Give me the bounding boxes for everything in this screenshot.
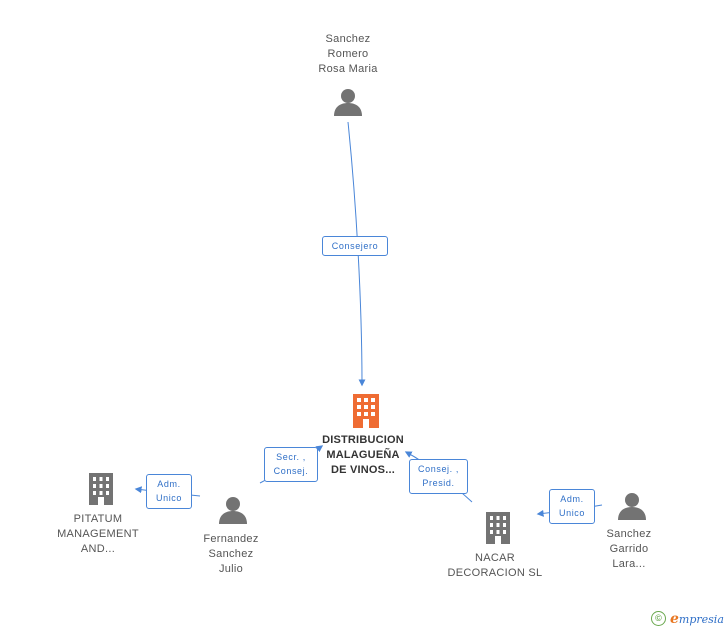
- node-label-sanchez-garrido[interactable]: Sanchez Garrido Lara...: [606, 528, 652, 570]
- node-label-fernandez[interactable]: Fernandez Sanchez Julio: [203, 533, 259, 575]
- edge-label-consej-presid[interactable]: Consej. , Presid.: [409, 459, 468, 494]
- node-label-main-company[interactable]: DISTRIBUCION MALAGUEÑA DE VINOS...: [322, 434, 404, 476]
- edge-label-secr-consej[interactable]: Secr. , Consej.: [264, 447, 318, 482]
- edge-label-adm-unico-right[interactable]: Adm. Unico: [549, 489, 595, 524]
- copyright-icon: ©: [651, 611, 666, 627]
- person-icon[interactable]: [218, 496, 248, 524]
- building-icon[interactable]: [351, 394, 381, 428]
- node-label-sanchez-romero[interactable]: Sanchez Romero Rosa Maria: [318, 33, 378, 75]
- edge-label-adm-unico-left[interactable]: Adm. Unico: [146, 474, 192, 509]
- node-label-nacar[interactable]: NACAR DECORACION SL: [447, 552, 543, 579]
- building-icon[interactable]: [87, 473, 115, 505]
- edge-label-consejero[interactable]: Consejero: [322, 236, 388, 256]
- brand-logo: empresia: [670, 610, 724, 627]
- node-label-pitatum[interactable]: PITATUM MANAGEMENT AND...: [57, 513, 139, 555]
- person-icon[interactable]: [333, 88, 363, 116]
- footer-brand[interactable]: ©empresia: [651, 610, 724, 628]
- person-icon[interactable]: [617, 492, 647, 520]
- building-icon[interactable]: [484, 512, 512, 544]
